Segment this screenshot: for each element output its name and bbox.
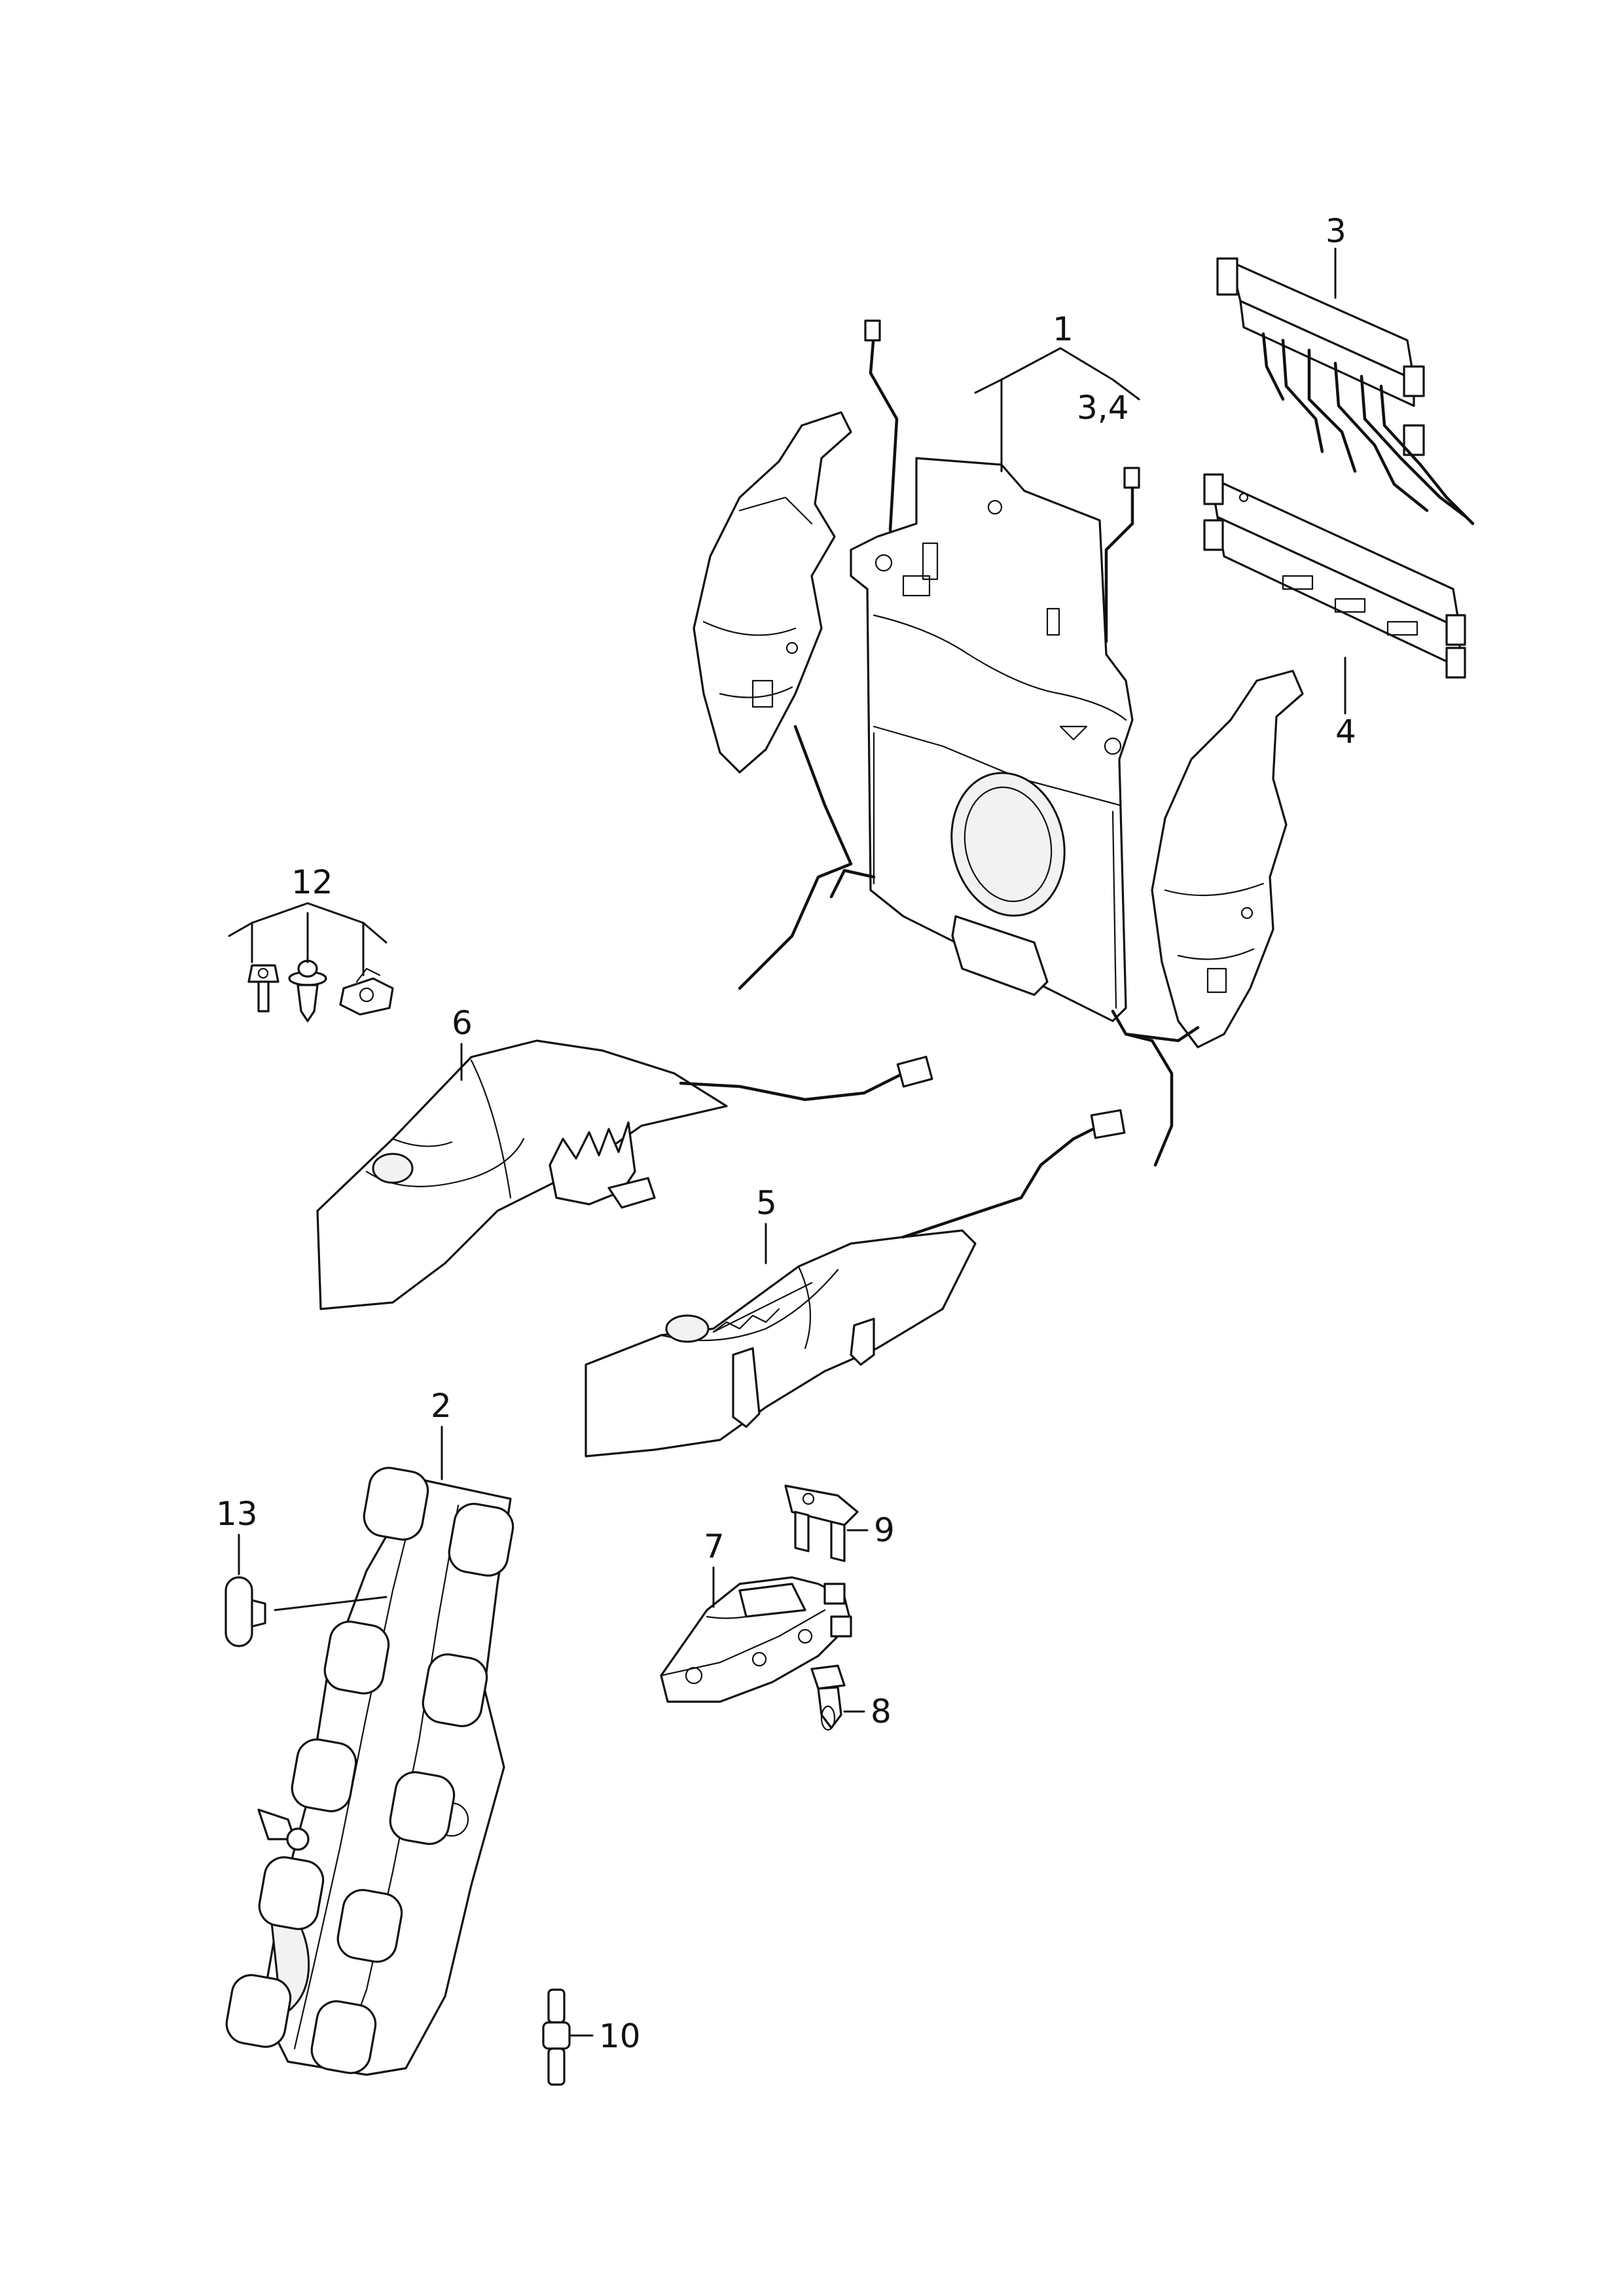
wire-connector [1123, 467, 1140, 489]
part-5-lower-bolster-cushion[interactable] [585, 1109, 1126, 1458]
callout-3: 3 [1326, 212, 1346, 250]
lumbar-motor-housing [951, 915, 1049, 996]
part-9-connector-bracket[interactable] [784, 1484, 859, 1562]
leader-lines [228, 247, 1346, 2037]
seat-back-panel [850, 457, 1134, 1022]
harness-wire-left-lower-2 [829, 869, 876, 899]
right-side-bolster [1151, 670, 1304, 1049]
screw-fastener [247, 964, 280, 1013]
part-3-control-module[interactable] [1216, 257, 1475, 526]
callout-9: 9 [874, 1511, 895, 1549]
harness-wire-right-lower-2 [1124, 1026, 1200, 1043]
callout-4: 4 [1335, 713, 1356, 751]
part-10-hose-connector[interactable] [542, 1988, 571, 2086]
expanding-rivet [288, 960, 327, 1022]
harness-wire-right-upper [1104, 469, 1134, 643]
callout-12: 12 [291, 863, 333, 901]
callout-6: 6 [452, 1004, 473, 1042]
callout-7: 7 [704, 1528, 725, 1566]
part-7-pneumatic-pump[interactable] [660, 1576, 852, 1703]
harness-wire-left-lower [738, 725, 853, 990]
part-13-plug[interactable] [225, 1576, 266, 1647]
harness-wire-left-upper [869, 332, 899, 532]
clip-nut [339, 967, 394, 1016]
left-side-bolster [693, 411, 852, 774]
part-2-massage-air-bladder-mat[interactable] [223, 1465, 516, 2076]
callout-3-4: 3,4 [1077, 389, 1129, 427]
part-1-seat-back-frame[interactable] [693, 319, 1304, 1167]
callout-8: 8 [871, 1693, 892, 1731]
callout-10: 10 [599, 2017, 641, 2055]
callout-labels: 1 3,4 3 4 12 6 5 2 13 7 9 8 10 [216, 212, 1356, 2055]
callout-2: 2 [431, 1387, 452, 1425]
harness-wire-right-lower [1111, 1009, 1174, 1167]
part-12-fasteners[interactable] [247, 960, 394, 1022]
callout-1: 1 [1053, 310, 1074, 348]
callout-13: 13 [216, 1495, 258, 1533]
part-8-clip[interactable] [810, 1664, 846, 1731]
wire-connector [864, 319, 881, 342]
callout-5: 5 [756, 1184, 777, 1222]
part-6-upper-bolster-cushion[interactable] [316, 1039, 933, 1310]
part-4-control-module[interactable] [1203, 473, 1466, 679]
